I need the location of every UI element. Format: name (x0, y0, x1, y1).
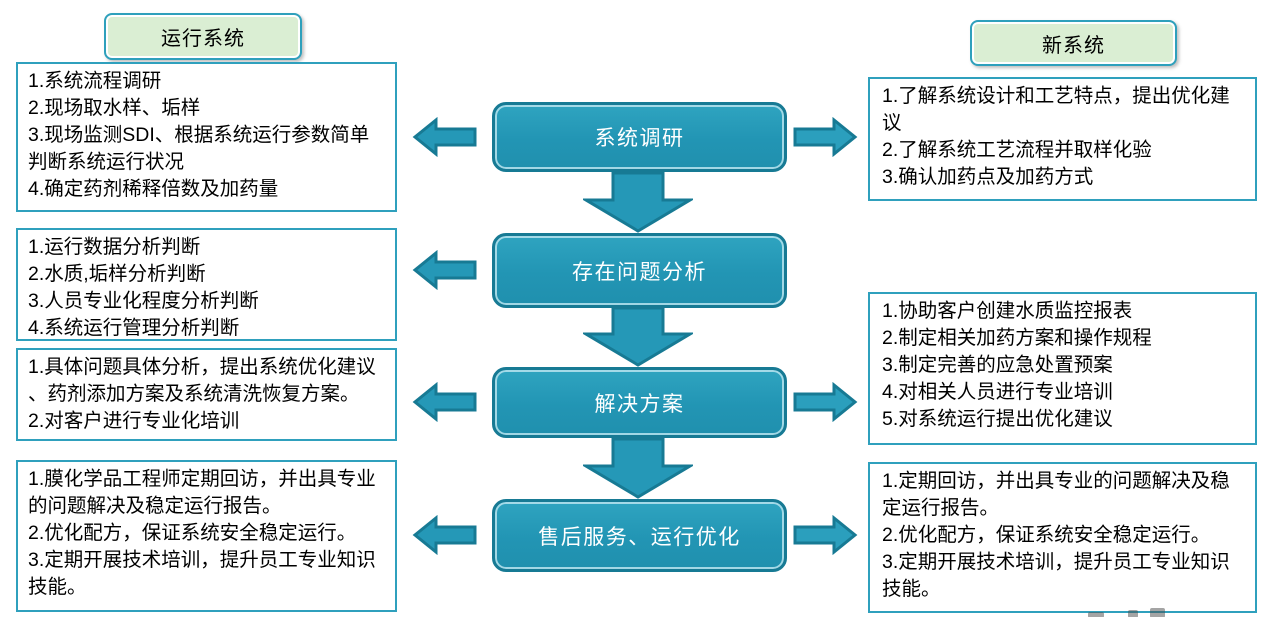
note-line: 5.对系统运行提出优化建议 (882, 408, 1113, 430)
note-line: 4.确定药剂稀释倍数及加药量 (28, 178, 279, 200)
right-arrow-1 (793, 117, 858, 157)
note-line: 3.确认加药点及加药方式 (882, 166, 1094, 188)
note-line: 4.系统运行管理分析判断 (28, 317, 240, 339)
flow-step-system-research: 系统调研 (492, 102, 787, 172)
watermark-fragment (1150, 608, 1165, 617)
running-system-analysis-notes: 1.运行数据分析判断 2.水质,垢样分析判断 3.人员专业化程度分析判断 4.系… (16, 228, 397, 341)
note-line: 2.优化配方，保证系统安全稳定运行。 (882, 524, 1211, 546)
new-system-aftersales-notes: 1.定期回访，并出具专业的问题解决及稳定运行报告。 2.优化配方，保证系统安全稳… (868, 462, 1257, 613)
note-line: 1.膜化学品工程师定期回访，并出具专业的问题解决及稳定运行报告。 (28, 468, 376, 517)
new-system-solution-notes: 1.协助客户创建水质监控报表 2.制定相关加药方案和操作规程 3.制定完善的应急… (868, 292, 1257, 445)
note-line: 3.定期开展技术培训，提升员工专业知识技能。 (28, 549, 376, 598)
note-line: 1.协助客户创建水质监控报表 (882, 300, 1133, 322)
new-system-badge: 新系统 (970, 20, 1177, 66)
running-system-research-notes: 1.系统流程调研 2.现场取水样、垢样 3.现场监测SDI、根据系统运行参数简单… (16, 62, 397, 212)
down-arrow-3 (583, 437, 693, 499)
note-line: 1.具体问题具体分析，提出系统优化建议、药剂添加方案及系统清洗恢复方案。 (28, 356, 376, 405)
note-line: 1.运行数据分析判断 (28, 236, 201, 258)
running-system-solution-notes: 1.具体问题具体分析，提出系统优化建议、药剂添加方案及系统清洗恢复方案。 2.对… (16, 348, 397, 441)
right-arrow-2 (793, 382, 858, 422)
note-line: 3.制定完善的应急处置预案 (882, 354, 1113, 376)
down-arrow-2 (583, 306, 693, 367)
note-line: 3.定期开展技术培训，提升员工专业知识技能。 (882, 551, 1230, 600)
note-line: 3.现场监测SDI、根据系统运行参数简单判断系统运行状况 (28, 124, 370, 173)
note-line: 2.制定相关加药方案和操作规程 (882, 327, 1152, 349)
flow-step-solution: 解决方案 (492, 367, 787, 438)
left-arrow-4 (412, 515, 477, 555)
flow-step-after-sales: 售后服务、运行优化 (492, 499, 787, 572)
note-line: 3.人员专业化程度分析判断 (28, 290, 259, 312)
note-line: 2.对客户进行专业化培训 (28, 410, 240, 432)
right-arrow-3 (793, 515, 858, 555)
left-arrow-2 (412, 250, 477, 290)
note-line: 2.优化配方，保证系统安全稳定运行。 (28, 522, 357, 544)
note-line: 2.了解系统工艺流程并取样化验 (882, 139, 1152, 161)
flow-step-problem-analysis: 存在问题分析 (492, 233, 787, 308)
new-system-research-notes: 1.了解系统设计和工艺特点，提出优化建议 2.了解系统工艺流程并取样化验 3.确… (868, 77, 1257, 201)
note-line: 1.了解系统设计和工艺特点，提出优化建议 (882, 85, 1230, 134)
left-arrow-1 (412, 117, 477, 157)
note-line: 4.对相关人员进行专业培训 (882, 381, 1113, 403)
note-line: 2.现场取水样、垢样 (28, 97, 201, 119)
watermark-fragment (1128, 610, 1138, 617)
running-system-badge: 运行系统 (104, 13, 302, 60)
note-line: 1.系统流程调研 (28, 70, 162, 92)
down-arrow-1 (583, 171, 693, 233)
note-line: 1.定期回访，并出具专业的问题解决及稳定运行报告。 (882, 470, 1230, 519)
watermark-fragment (1088, 612, 1104, 617)
running-system-aftersales-notes: 1.膜化学品工程师定期回访，并出具专业的问题解决及稳定运行报告。 2.优化配方，… (16, 460, 397, 612)
note-line: 2.水质,垢样分析判断 (28, 263, 206, 285)
left-arrow-3 (412, 382, 477, 422)
